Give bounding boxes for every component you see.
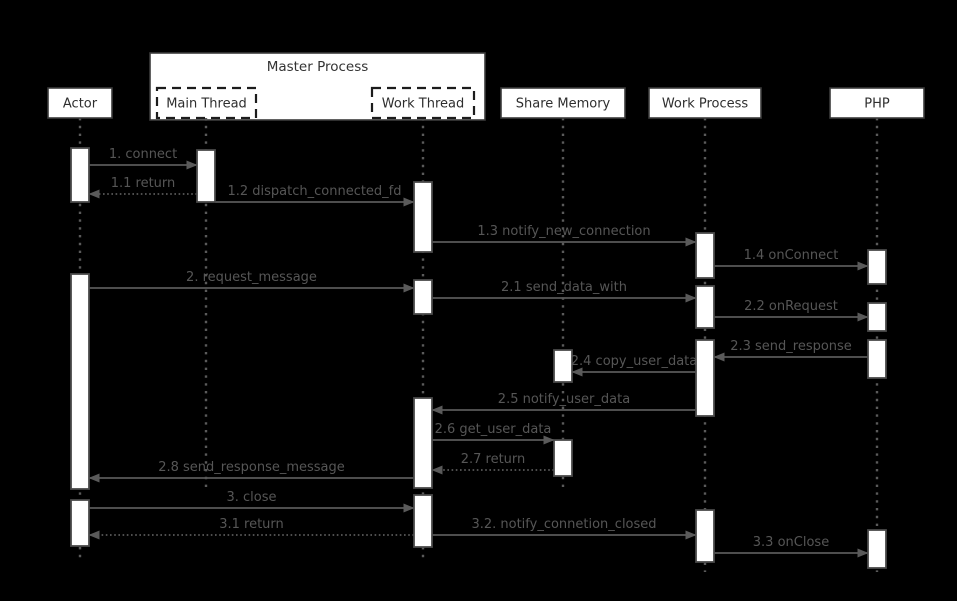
activation-bar-work_process [695,285,715,329]
message-label-m23: 2.3 send_response [730,339,852,354]
participant-label-actor: Actor [63,97,98,112]
message-label-m32: 3.2. notify_connetion_closed [471,517,656,532]
participant-label-share_memory: Share Memory [516,97,611,112]
activation-bar-work_process [695,339,715,417]
participant-main_thread[interactable]: Main Thread [155,86,258,120]
activation-bar-work_thread [413,494,433,548]
message-label-m22: 2.2 onRequest [744,299,838,314]
message-label-layer: 1. connect 1.1 return 1.2 dispatch_connect… [109,147,852,550]
activation-bar-share_memory [553,439,573,477]
participant-label-php: PHP [864,97,890,112]
activation-bar-actor [70,273,90,490]
activation-bar-php [867,249,887,285]
activation-bar-work_process [695,509,715,563]
message-label-m1: 1. connect [109,147,177,162]
activation-bar-share_memory [553,349,573,383]
participant-actor[interactable]: Actor [47,87,113,119]
message-layer [88,160,869,558]
message-label-m24: 2.4 copy_user_data [571,354,698,369]
participant-layer: Actor Main Thread Work Thread Share Memory W… [47,86,925,120]
activation-bar-actor [70,499,90,547]
participant-box-actor[interactable] [47,87,113,119]
activation-bar-php [867,339,887,379]
activation-bar-work_process [695,232,715,279]
message-label-m11: 1.1 return [111,176,176,191]
message-label-m26: 2.6 get_user_data [435,422,552,437]
participant-label-work_process: Work Process [662,97,749,112]
participant-php[interactable]: PHP [829,87,925,119]
message-label-m14: 1.4 onConnect [744,248,839,263]
message-label-m21: 2.1 send_data_with [501,280,627,295]
activation-layer [70,147,887,569]
participant-label-main_thread: Main Thread [166,97,247,112]
participant-label-work_thread: Work Thread [382,97,465,112]
participant-box-work_process[interactable] [648,87,762,119]
message-label-m3: 3. close [226,490,276,505]
activation-bar-php [867,529,887,569]
participant-box-main_thread[interactable] [155,86,258,120]
activation-bar-main_thread [196,149,216,203]
participant-share_memory[interactable]: Share Memory [500,87,626,119]
message-label-m28: 2.8 send_response_message [158,460,345,475]
frame-title-master: Master Process [267,59,369,75]
message-label-m25: 2.5 notify_user_data [498,392,630,407]
participant-work_process[interactable]: Work Process [648,87,762,119]
message-label-m12: 1.2 dispatch_connected_fd [227,184,401,199]
message-label-m13: 1.3 notify_new_connection [477,224,650,239]
participant-work_thread[interactable]: Work Thread [370,86,476,120]
participant-box-work_thread[interactable] [370,86,476,120]
participant-box-share_memory[interactable] [500,87,626,119]
message-label-m2: 2. request_message [186,270,317,285]
activation-bar-work_thread [413,181,433,253]
activation-bar-php [867,302,887,332]
message-label-m27: 2.7 return [461,452,526,467]
participant-box-php[interactable] [829,87,925,119]
message-label-m31: 3.1 return [219,517,284,532]
activation-bar-work_thread [413,397,433,489]
message-label-m33: 3.3 onClose [753,535,829,550]
activation-bar-actor [70,147,90,203]
activation-bar-work_thread [413,279,433,315]
